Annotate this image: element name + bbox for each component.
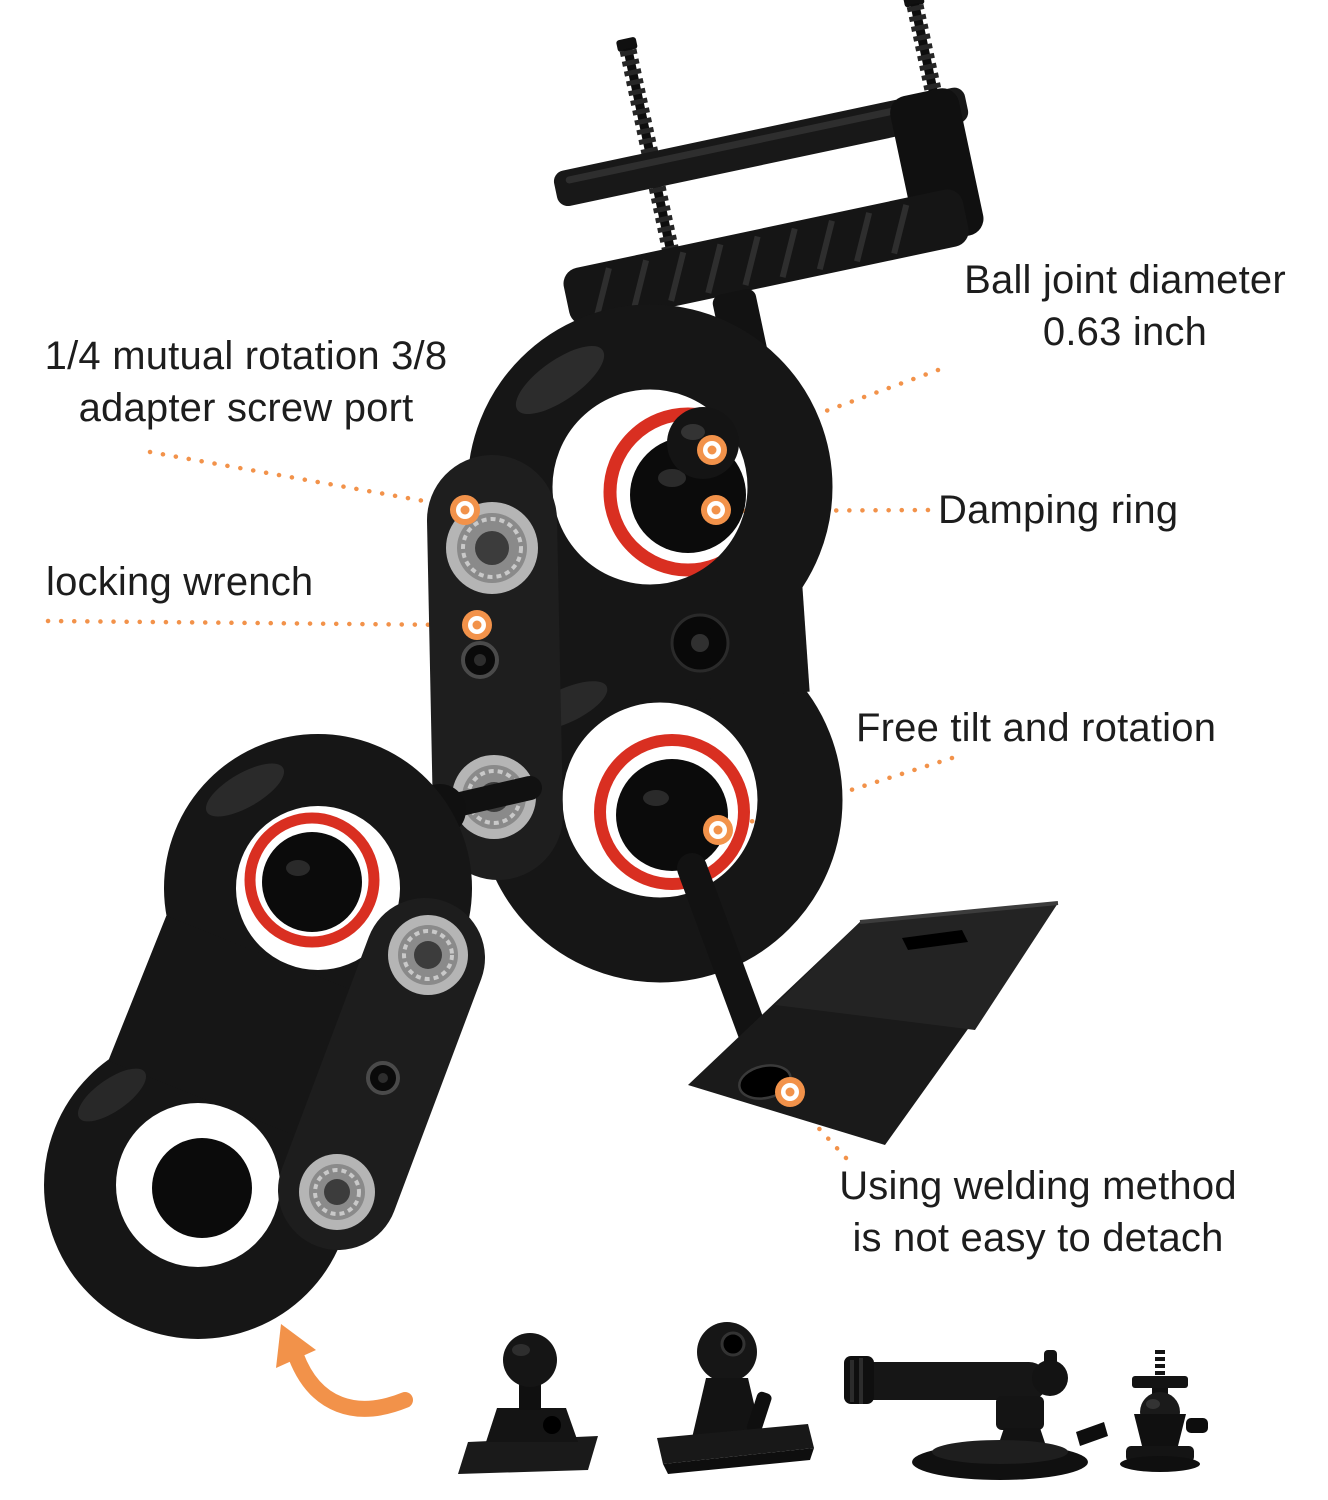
marker-ball-joint-icon — [697, 435, 727, 465]
label-welding-method: Using welding method is not easy to deta… — [839, 1164, 1237, 1260]
ball-top-highlight — [658, 469, 686, 487]
left-ball-top — [262, 832, 362, 932]
central-clamp — [427, 304, 843, 983]
base-plate-edge-highlight — [859, 901, 1059, 924]
marker-adapter-port-icon — [450, 495, 480, 525]
left-waist — [108, 915, 408, 1158]
left-damping-ring — [244, 812, 380, 948]
pivot-knob — [670, 613, 730, 673]
leader-locking-wrench — [45, 618, 459, 628]
marker-locking-wrench-icon — [462, 610, 492, 640]
ball-joint-bottom — [616, 759, 728, 871]
lobe-top-highlight — [515, 345, 605, 415]
attach-arrow-icon — [276, 1324, 413, 1417]
clamp-ribbed-pad — [563, 189, 969, 326]
label-adapter-screw-port: 1/4 mutual rotation 3/8 adapter screw po… — [44, 334, 448, 430]
damping-ring-bottom — [594, 734, 750, 890]
left-ball-top-highlight — [286, 860, 310, 876]
base-plate-upper-face — [775, 903, 1058, 1030]
ball-exposed-highlight — [681, 424, 705, 440]
locking-wrench-hole — [461, 641, 499, 679]
base-stem — [677, 853, 775, 1067]
label-ball-joint-diameter: Ball joint diameter 0.63 inch — [964, 258, 1286, 354]
left-screw-port-top — [388, 915, 468, 995]
label-locking-wrench: locking wrench — [46, 560, 314, 604]
accessory-suction-mount — [844, 1350, 1108, 1480]
left-lobe-bottom-highlight — [77, 1068, 147, 1122]
accessory-mini-ball-head — [1120, 1350, 1208, 1472]
clamp-waist — [502, 575, 810, 713]
left-screw-port-bottom — [299, 1154, 375, 1230]
accessory-adhesive-ball-mount — [458, 1333, 598, 1474]
marker-welding-icon — [775, 1077, 805, 1107]
left-clamp — [44, 734, 485, 1339]
adapter-screw-port — [446, 502, 538, 594]
left-wrench-hole — [366, 1061, 400, 1095]
ball-bottom-highlight — [643, 790, 669, 806]
accessory-clip-ball-mount — [657, 1322, 814, 1474]
left-lobe-top-highlight — [205, 763, 285, 817]
base-plate-slot — [902, 930, 968, 950]
label-free-tilt: Free tilt and rotation — [856, 706, 1217, 750]
leader-free-tilt — [731, 755, 955, 830]
label-damping-ring: Damping ring — [938, 488, 1179, 532]
annotation-markers — [450, 435, 805, 1107]
marker-damping-ring-icon — [701, 495, 731, 525]
leader-adapter-port — [147, 449, 455, 509]
clamp-top-bar-highlight — [565, 95, 954, 184]
marker-free-tilt-icon — [703, 815, 733, 845]
left-ball-bottom — [152, 1138, 252, 1238]
